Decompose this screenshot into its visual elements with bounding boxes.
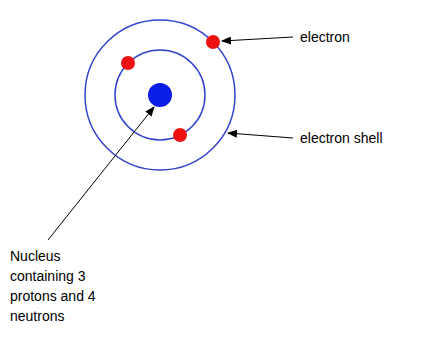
leader-line bbox=[228, 133, 293, 138]
electron-dot bbox=[121, 56, 135, 70]
inner-shell bbox=[115, 50, 205, 140]
nucleus bbox=[148, 83, 172, 107]
outer-shell bbox=[85, 20, 235, 170]
electron-dot bbox=[206, 35, 220, 49]
nucleus-label: Nucleus containing 3 protons and 4 neutr… bbox=[10, 246, 106, 326]
leader-line bbox=[222, 37, 293, 41]
electron-dot bbox=[173, 128, 187, 142]
leader-line bbox=[48, 107, 154, 240]
electron-label: electron bbox=[300, 27, 430, 47]
shell-label: electron shell bbox=[300, 128, 435, 148]
